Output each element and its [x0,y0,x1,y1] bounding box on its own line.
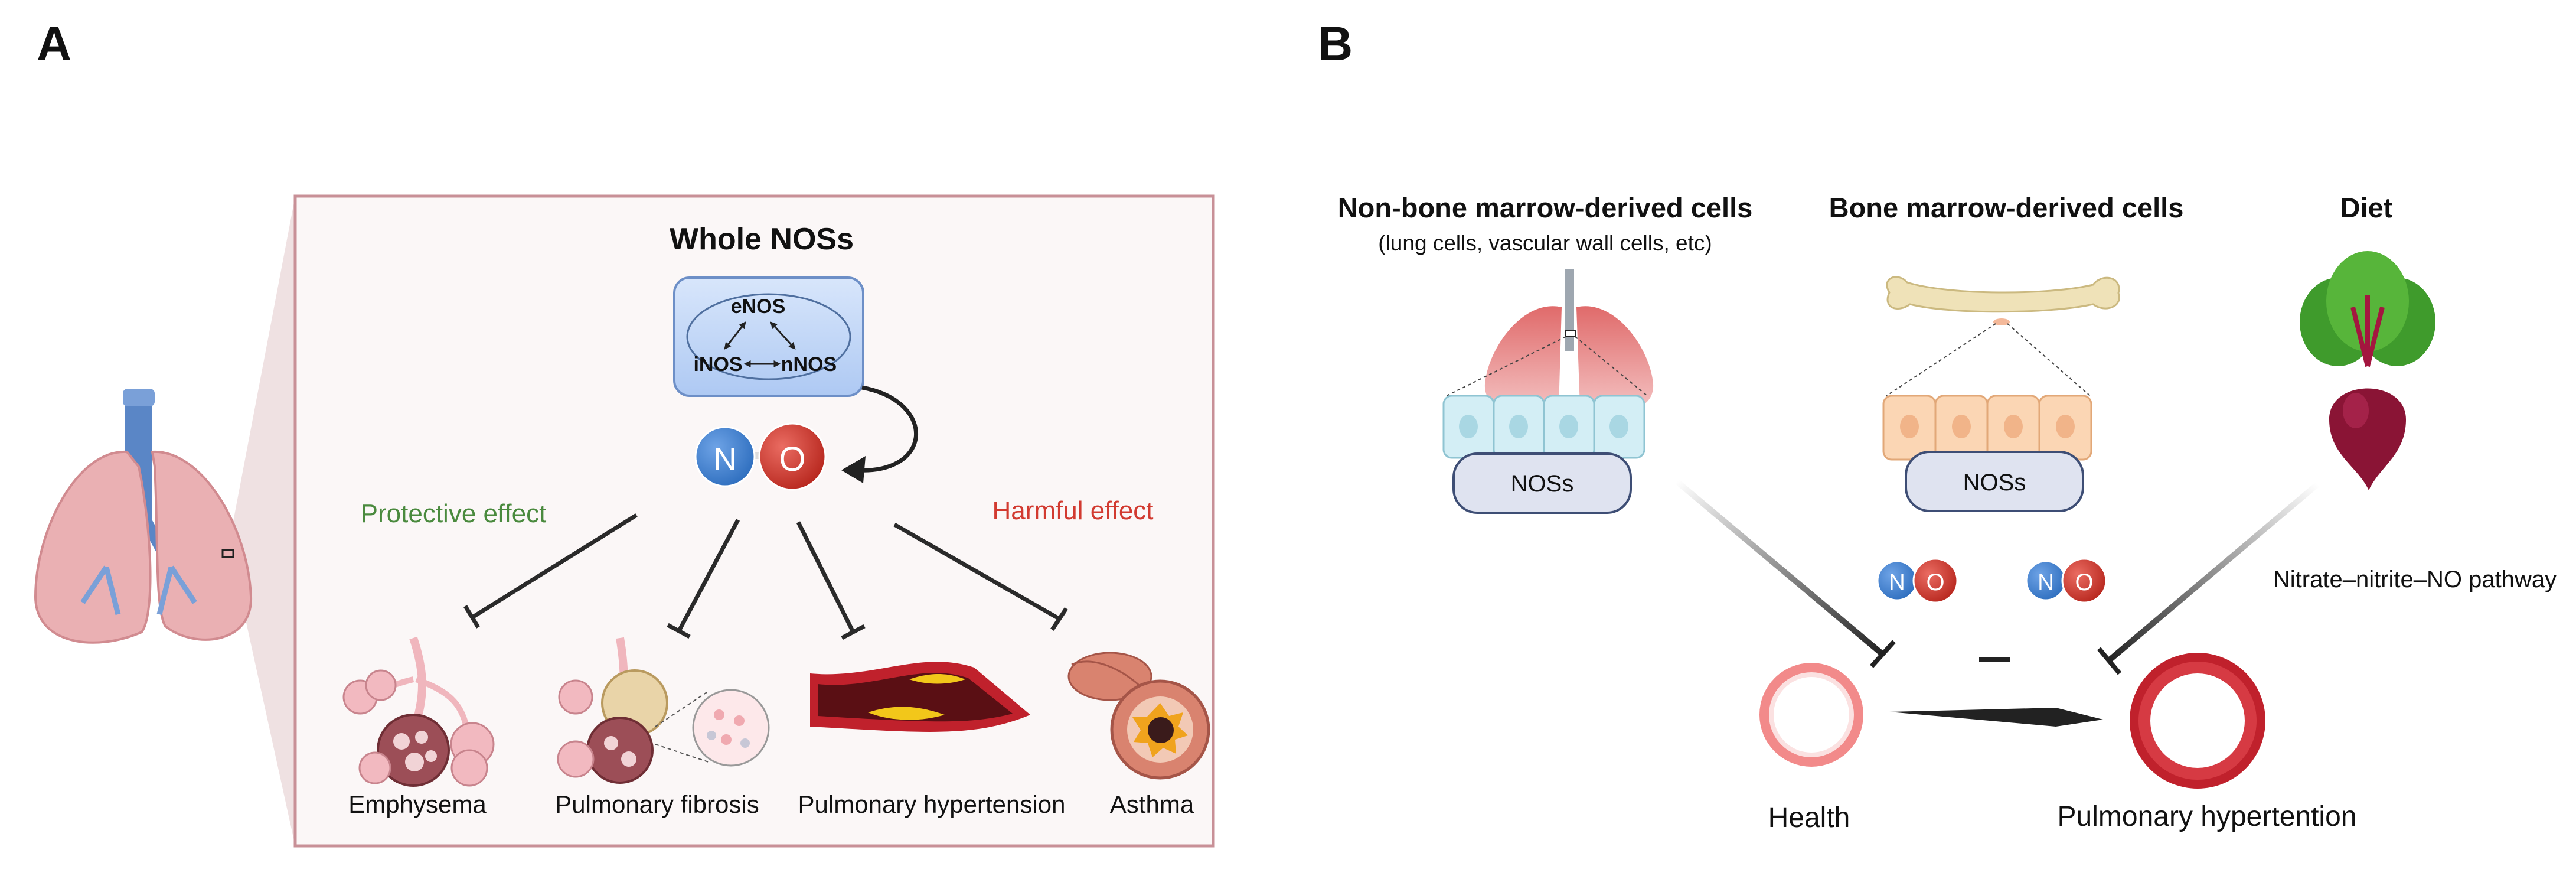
no-molecule-a: N O [694,422,827,491]
emphysema-label: Emphysema [348,790,487,818]
harmful-effect-label: Harmful effect [992,496,1153,525]
nos-isoform-box: eNOS iNOS nNOS [673,276,864,397]
nos-label-bm: NOSs [1963,470,2026,496]
no-b2-o: O [2075,569,2093,595]
no-molecule-b2: N O [2025,558,2107,604]
fibrosis-label: Pulmonary fibrosis [555,790,759,818]
inhibition-lines-a [463,513,1068,640]
protective-effect-label: Protective effect [361,499,547,528]
no-n-label: N [714,441,737,477]
nnos-label: nNOS [781,353,837,376]
non-bm-title: Non-bone marrow-derived cells [1338,192,1753,223]
no-molecule-b1: N O [1876,558,1958,604]
disease-label: Pulmonary hypertention [2058,801,2357,832]
bm-title: Bone marrow-derived cells [1829,192,2184,223]
health-label: Health [1768,802,1850,834]
hypertension-illustration [810,662,1030,732]
panel-b-letter: B [1318,17,1353,71]
emphysema-illustration [342,636,495,787]
hypertensive-vessel [2130,653,2265,789]
inhibition-bar-non-bm [1870,640,1896,668]
bm-cells [1882,395,2092,461]
no-b1-o: O [1926,569,1944,595]
asthma-label: Asthma [1110,790,1194,818]
progression-arrow [1889,708,2103,727]
production-arrowhead [841,456,866,483]
no-b1-n: N [1889,570,1905,595]
pathway-label: Nitrate–nitrite–NO pathway [2273,567,2557,592]
non-bm-lungs-illustration [1446,269,1654,412]
inhibition-line-non-bm [1674,479,1885,656]
inhibition-bar-diet [2097,647,2122,675]
diet-title: Diet [2340,192,2393,223]
bone-illustration [1886,276,2120,396]
non-bm-subtitle: (lung cells, vascular wall cells, etc) [1378,231,1712,255]
panel-a-letter: A [37,17,71,71]
inos-label: iNOS [693,353,742,376]
no-o-label: O [779,440,805,478]
inhibition-line-diet [2107,482,2320,663]
zoom-cone [227,196,295,846]
enos-label: eNOS [731,295,786,318]
beetroot-illustration [2300,251,2435,490]
nos-box-non-bm: NOSs [1452,452,1632,514]
lungs-illustration [34,389,253,644]
no-b2-n: N [2038,570,2053,595]
healthy-vessel [1759,663,1863,767]
production-arrow [850,385,919,473]
whole-nos-title: Whole NOSs [670,222,854,256]
hypertension-label: Pulmonary hypertension [798,790,1066,818]
nos-label-non-bm: NOSs [1511,471,1574,497]
non-bm-cells [1442,395,1645,459]
nos-box-bm: NOSs [1905,451,2084,512]
fibrosis-illustration [557,637,770,784]
asthma-illustration [1067,652,1210,780]
